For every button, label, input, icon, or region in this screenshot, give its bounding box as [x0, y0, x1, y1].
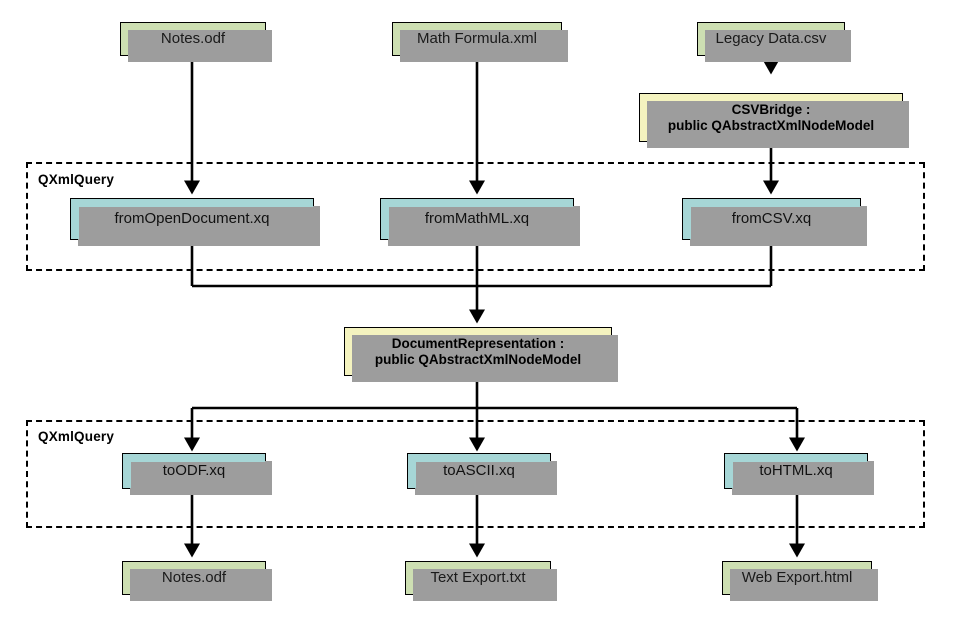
bevel [121, 23, 265, 55]
node-label: fromMathML.xq [424, 210, 530, 228]
csv-bridge-line-2: public QAbstractXmlNodeModel [667, 117, 875, 133]
node-csv-bridge[interactable]: CSVBridge : public QAbstractXmlNodeModel [639, 93, 909, 148]
node-web-export-html[interactable]: Web Export.html [722, 561, 878, 601]
node-notes-odf-output[interactable]: Notes.odf [122, 561, 272, 601]
export-query-frame-title: QXmlQuery [38, 429, 115, 444]
node-to-odf-xq[interactable]: toODF.xq [122, 453, 272, 495]
bevel [640, 94, 902, 141]
bevel [345, 328, 611, 375]
node-label: Text Export.txt [430, 569, 526, 587]
document-representation-line-1: DocumentRepresentation : [391, 335, 565, 351]
bevel [683, 199, 860, 239]
bevel [381, 199, 573, 239]
bevel [406, 562, 550, 594]
bevel [71, 199, 313, 239]
node-to-ascii-xq[interactable]: toASCII.xq [407, 453, 557, 495]
node-label: Notes.odf [161, 569, 227, 587]
document-representation-line-2: public QAbstractXmlNodeModel [374, 351, 582, 367]
export-query-frame [26, 420, 925, 528]
bevel [725, 454, 867, 488]
node-label: toASCII.xq [443, 462, 515, 480]
node-document-representation[interactable]: DocumentRepresentation : public QAbstrac… [344, 327, 618, 382]
node-from-csv-xq[interactable]: fromCSV.xq [682, 198, 867, 246]
node-notes-odf-input[interactable]: Notes.odf [120, 22, 272, 62]
node-from-open-document-xq[interactable]: fromOpenDocument.xq [70, 198, 320, 246]
csv-bridge-line-1: CSVBridge : [731, 101, 811, 117]
node-label: Legacy Data.csv [715, 30, 827, 48]
node-label: Math Formula.xml [416, 30, 538, 48]
node-label: fromCSV.xq [731, 210, 812, 228]
bevel [408, 454, 550, 488]
bevel [698, 23, 844, 55]
bevel [123, 454, 265, 488]
bevel [393, 23, 561, 55]
node-to-html-xq[interactable]: toHTML.xq [724, 453, 874, 495]
node-label: Notes.odf [160, 30, 226, 48]
node-label: toODF.xq [162, 462, 226, 480]
node-math-formula-xml[interactable]: Math Formula.xml [392, 22, 568, 62]
node-label: Web Export.html [741, 569, 853, 587]
bevel [123, 562, 265, 594]
import-query-frame [26, 162, 925, 271]
node-from-mathml-xq[interactable]: fromMathML.xq [380, 198, 580, 246]
node-label: toHTML.xq [759, 462, 833, 480]
node-label: fromOpenDocument.xq [114, 210, 270, 228]
node-text-export-txt[interactable]: Text Export.txt [405, 561, 557, 601]
bevel [723, 562, 871, 594]
node-legacy-data-csv[interactable]: Legacy Data.csv [697, 22, 851, 62]
import-query-frame-title: QXmlQuery [38, 172, 115, 187]
